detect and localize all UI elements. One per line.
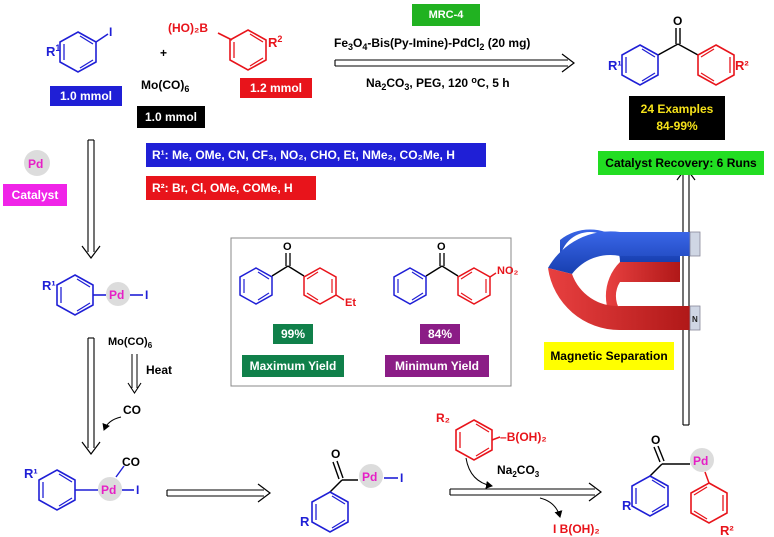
acyl-pd-circle [359,464,383,488]
boronic-in-curve [465,457,493,489]
plus-sign: + [160,46,167,60]
right-up-arrow [676,167,696,426]
heat-arrow [127,354,142,395]
iodide-amount-box: 1.0 mmol [50,86,122,106]
results-box: 24 Examples 84-99% [629,96,725,140]
catalyst-legend-box: Catalyst [3,184,67,206]
max-oxygen: O [283,241,292,253]
mech-boronic-group: –B(OH)₂ [500,430,547,444]
max-yield-label: Maximum Yield [242,355,344,377]
acyl-r-label: R [300,514,310,529]
examples-count: 24 Examples [640,102,714,116]
left-down-arrow-2 [81,337,101,455]
boronic-group-label: (HO)₂B [168,21,208,35]
co-insertion-curve [102,416,122,431]
base-label: Na2CO3 [497,463,540,479]
min-substituent: NO₂ [497,265,519,277]
co-coordinated-intermediate: R¹ Pd CO I [24,455,140,511]
boronic-amount-box: 1.2 mmol [240,78,312,98]
int2-pd-circle [98,477,122,501]
catalyst-label: Fe3O4-Bis(Py-Imine)-PdCl2 (20 mg) [334,36,531,52]
co-amount-box: 1.0 mmol [137,106,205,128]
r1-sup: 1 [55,43,60,53]
br-r-label: R [622,498,632,513]
r1-substituents-box: R¹: Me, OMe, CN, CF₃, NO₂, CHO, Et, NMe₂… [146,143,486,167]
magnet-pole-n: N [692,315,698,324]
conditions-label: Na2CO3, PEG, 120 oC, 5 h [366,75,510,92]
product-ketone-structure: O R¹ R² [608,14,749,86]
bottom-arrow-1 [166,483,271,503]
br-pd: Pd [693,454,708,468]
acyl-oxygen: O [331,447,340,461]
product-r2-label: R² [735,58,749,73]
magnet-icon: N [548,229,701,331]
mech-boronic-acid: R₂ –B(OH)₂ [436,411,547,461]
recovery-box: Catalyst Recovery: 6 Runs [598,151,764,175]
aryl-iodide-structure: I R1 [46,25,112,73]
int1-pd: Pd [109,288,124,302]
mech-boronic-r: R₂ [436,411,450,425]
acyl-pd: Pd [362,470,377,484]
byproduct-out-curve [539,497,563,518]
catalyst-pd-circle [24,150,50,176]
bottom-arrow-2 [449,482,602,502]
oxidative-addition-intermediate: R¹ Pd I [42,274,148,316]
int2-r1-label: R¹ [24,466,38,481]
br-pd-circle [690,448,714,472]
max-substituent: Et [345,297,356,309]
iodine-label: I [109,25,112,39]
acyl-pd-intermediate: O Pd I R [300,447,403,533]
product-oxygen: O [673,14,682,28]
br-r2-label: R² [720,523,734,537]
int2-pd: Pd [101,483,116,497]
r2-label: R2 [268,34,282,50]
int1-iodine: I [145,288,148,302]
co-label: CO [123,403,141,417]
min-yield-structure: O NO₂ [393,241,519,305]
max-yield-value: 99% [273,324,313,344]
r2-substituents-box: R²: Br, Cl, OMe, COMe, H [146,176,316,200]
byproduct-label: I B(OH)₂ [553,522,600,536]
int1-pd-circle [106,282,130,306]
main-reaction-arrow [334,53,575,73]
mo-co-label: Mo(CO)6 [141,78,190,94]
heat-label: Heat [146,363,172,377]
magnetic-separation-box: Magnetic Separation [544,342,674,370]
mech-boronic-text: B(OH)₂ [507,430,547,444]
catalyst-pd-symbol: Pd [28,157,43,171]
product-r1-label: R¹ [608,58,622,73]
int2-iodine: I [136,483,139,497]
acyl-aryl-pd-intermediate: O Pd R R² [622,433,734,537]
int1-r1-label: R¹ [42,278,56,293]
r1-label: R1 [46,43,60,59]
r2-sup: 2 [277,34,282,44]
mo-co-label-mech: Mo(CO)6 [108,336,153,350]
min-oxygen: O [437,241,446,253]
yield-range: 84-99% [656,119,698,133]
int2-co-ligand: CO [122,455,140,469]
boronic-acid-structure: (HO)₂B R2 [168,21,282,71]
left-down-arrow-1 [81,139,101,259]
max-yield-structure: O Et [239,241,356,309]
acyl-iodine: I [400,471,403,485]
min-yield-value: 84% [420,324,460,344]
catalyst-code-box: MRC-4 [412,4,480,26]
min-yield-label: Minimum Yield [385,355,489,377]
br-oxygen: O [651,433,660,447]
